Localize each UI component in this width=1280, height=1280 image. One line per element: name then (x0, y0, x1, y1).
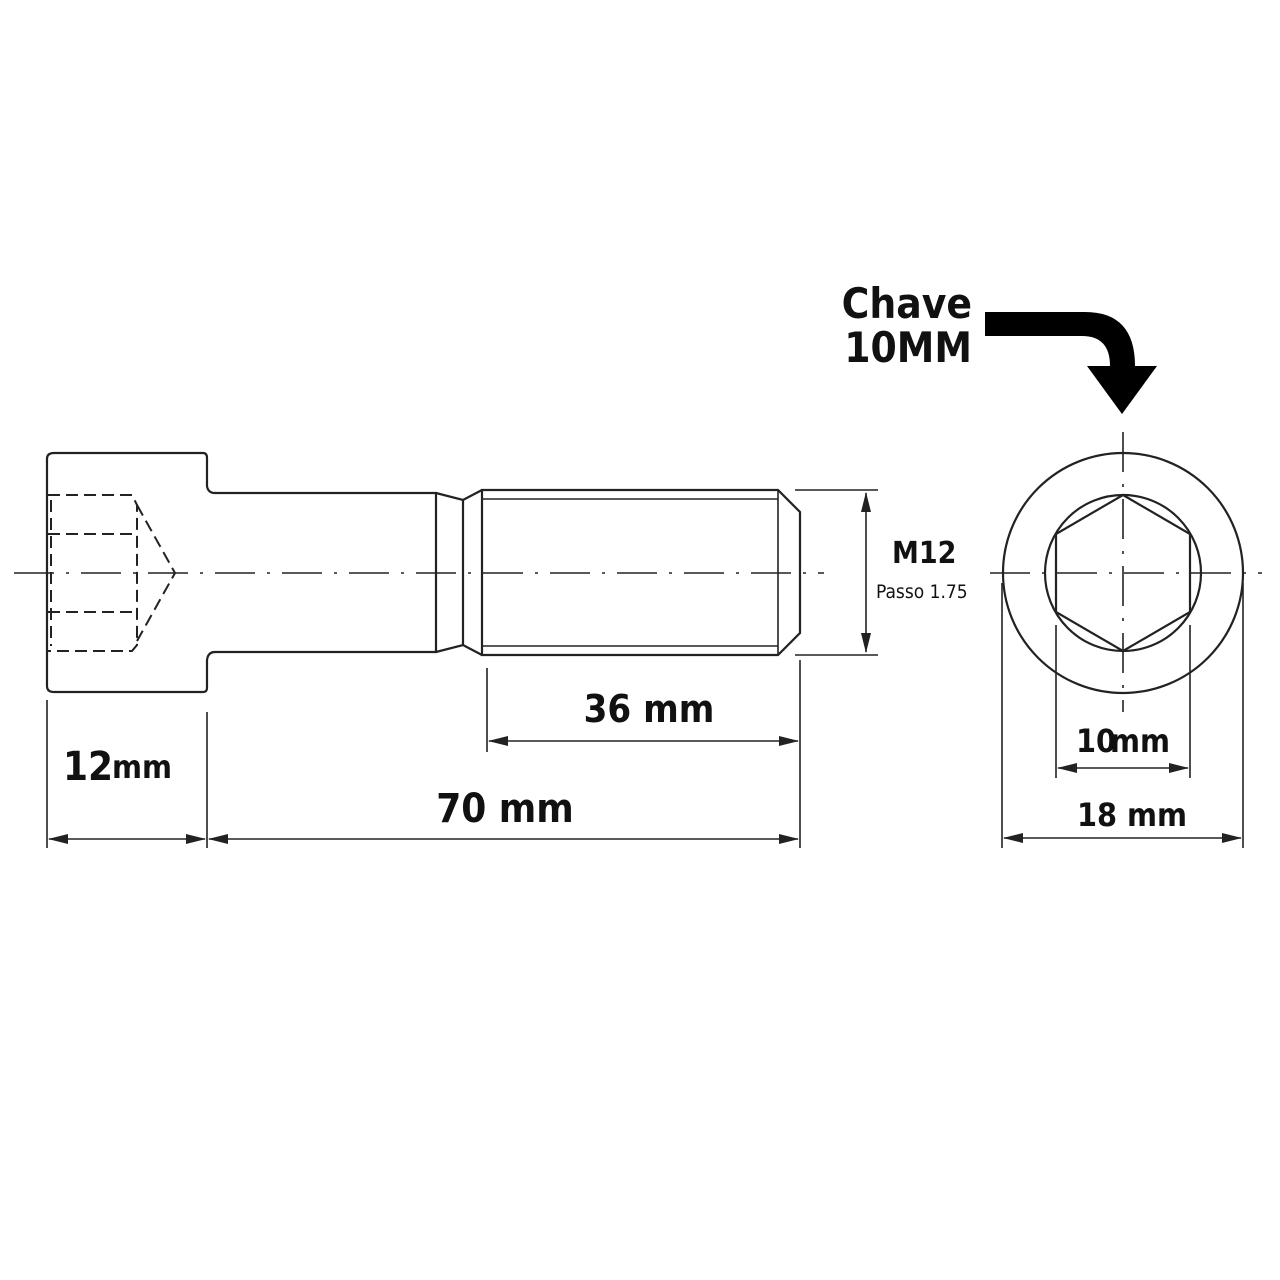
curved-arrow-icon (985, 312, 1157, 414)
thread-size-label: M12 (892, 536, 956, 571)
thread-pitch-label: Passo 1.75 (876, 581, 968, 603)
callout-line-2: 10MM (844, 323, 972, 372)
hex-socket-unit: mm (1110, 722, 1170, 760)
thread-length-dimension: 36 mm (488, 687, 799, 746)
thread-diameter-dimension (795, 489, 878, 656)
shank-length-label: 70 mm (436, 786, 574, 832)
head-length-unit: mm (112, 748, 172, 786)
hex-socket-dimension: 10 mm (1057, 722, 1189, 773)
wrench-size-callout: Chave 10MM (842, 279, 1157, 414)
head-diameter-label: 18 mm (1077, 796, 1187, 834)
bolt-side-view: M12 Passo 1.75 36 mm 12 mm 70 mm (14, 451, 968, 848)
bolt-thread (462, 488, 802, 657)
head-length-dimension: 12 mm (48, 744, 206, 844)
bolt-head-outline (45, 451, 438, 694)
thread-length-label: 36 mm (584, 687, 715, 731)
bolt-end-view: 10 mm 18 mm (990, 432, 1262, 848)
hex-socket-value: 10 (1076, 722, 1116, 760)
head-diameter-dimension: 18 mm (1003, 796, 1242, 843)
callout-line-1: Chave (842, 279, 972, 328)
head-length-value: 12 (63, 744, 113, 790)
shank-length-dimension: 70 mm (208, 786, 799, 844)
